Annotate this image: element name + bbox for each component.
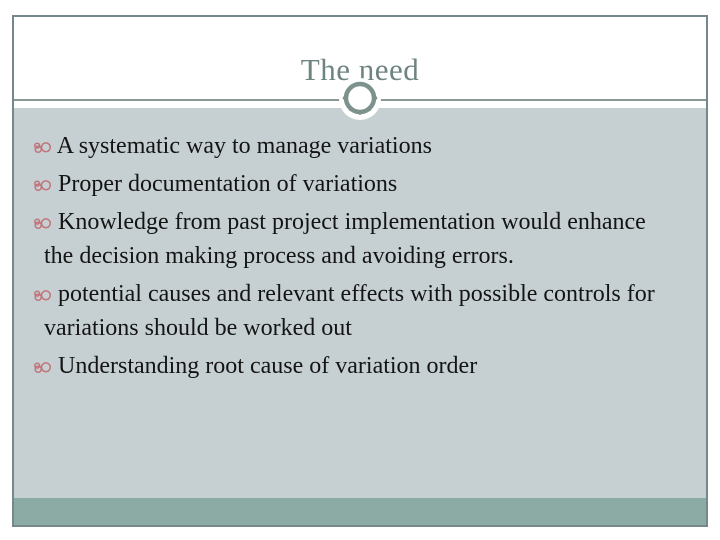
bullet-item: Proper documentation of variations <box>14 167 668 201</box>
knot-bullet-icon <box>34 218 52 230</box>
knot-bullet-icon <box>34 362 52 374</box>
bullet-text: potential causes and relevant effects wi… <box>44 281 655 341</box>
slide-frame: The need A systematic way to manage vari… <box>12 15 708 527</box>
bullet-item: A systematic way to manage variations <box>14 129 668 163</box>
slide-body: A systematic way to manage variations Pr… <box>14 108 706 498</box>
bullet-item: Understanding root cause of variation or… <box>14 349 668 383</box>
bullet-item: Knowledge from past project implementati… <box>14 205 668 273</box>
knot-bullet-icon <box>34 180 52 192</box>
bullet-text: Knowledge from past project implementati… <box>44 209 646 269</box>
bullet-text: A systematic way to manage variations <box>56 133 432 159</box>
ring-ornament-icon <box>339 78 381 120</box>
knot-bullet-icon <box>34 290 52 302</box>
footer-band <box>14 498 706 525</box>
knot-bullet-icon <box>34 142 52 154</box>
bullet-list: A systematic way to manage variations Pr… <box>14 108 706 383</box>
bullet-item: potential causes and relevant effects wi… <box>14 277 668 345</box>
bullet-text: Understanding root cause of variation or… <box>58 353 478 379</box>
bullet-text: Proper documentation of variations <box>58 171 398 197</box>
